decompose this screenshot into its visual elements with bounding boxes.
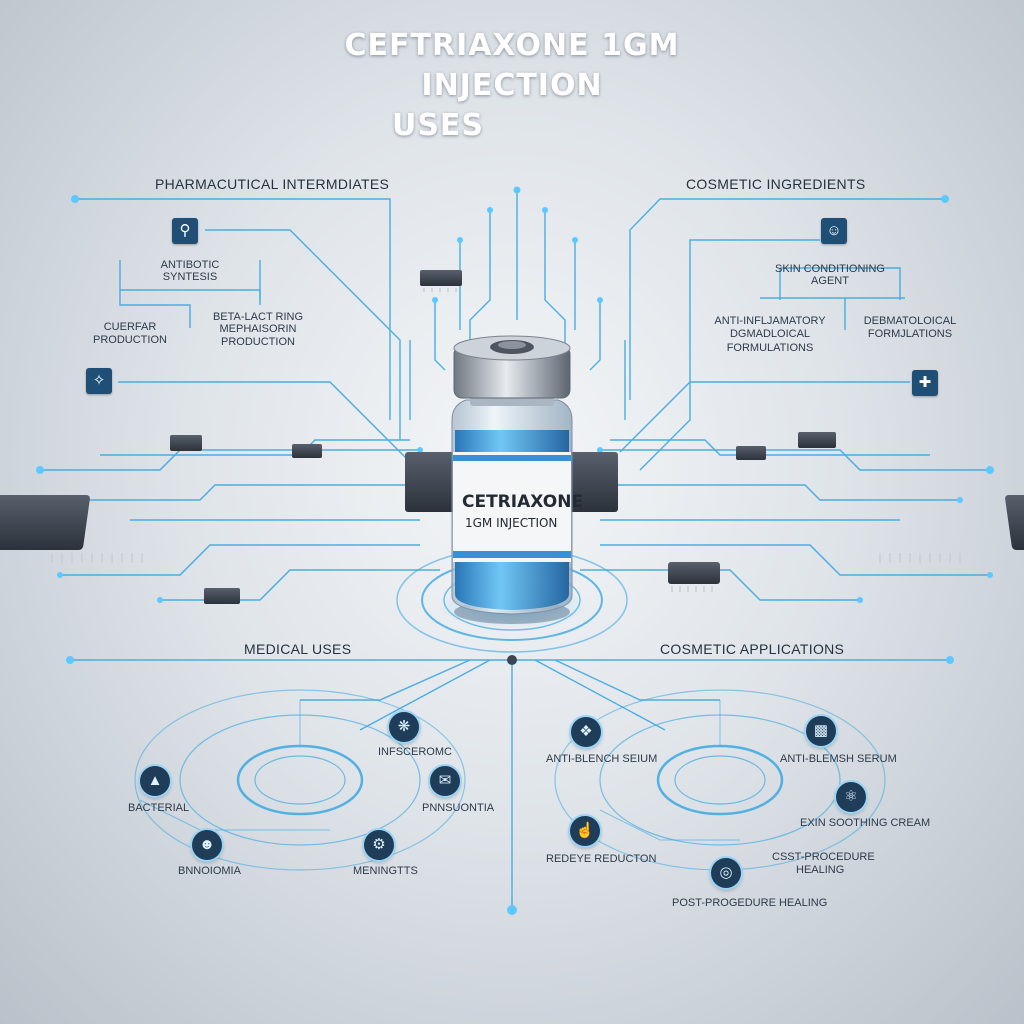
bottle-icon: ◎	[711, 858, 741, 888]
cosmetic-app-csst-procedure: CSST-PROCEDURE	[772, 851, 875, 863]
hand-icon: ☝	[570, 816, 600, 846]
person-icon: ☺	[821, 218, 847, 244]
title-line-2: INJECTION	[421, 68, 603, 103]
medical-item-bacterial: BACTERIAL	[128, 802, 190, 814]
medical-item-pnnsuontia: PNNSUONTIA	[422, 802, 495, 814]
pharma-item-beta-lact-ring: BETA-LACT RING	[212, 311, 304, 323]
medical-ring-graphic	[134, 689, 466, 871]
cosmetic-app-anti-blench: ANTI-BLENCH SEIUM	[546, 753, 658, 765]
medical-item-bnnoiomia: BNNOIOMIA	[178, 865, 241, 877]
title-line-3: USES	[391, 108, 485, 143]
title-line-1: CEFTRIAXONE 1GM	[344, 28, 680, 63]
cosmetic-app-redeye: REDEYE REDUCTON	[546, 853, 657, 865]
pharma-item-antibotic: ANTIBOTIC	[160, 259, 220, 271]
chip-left-large	[0, 495, 90, 550]
cosmetic-item-dermatological: DGMADLOICAL	[729, 328, 811, 340]
syringe-icon: ✧	[86, 368, 112, 394]
cosmetic-item-formulations-1: FORMULATIONS	[726, 342, 814, 354]
head-icon: ☻	[192, 830, 222, 860]
vial-label-line-2: 1GM INJECTION	[465, 516, 558, 530]
dropper-icon: ❖	[571, 717, 601, 747]
medical-item-infscreromc: INFSCEROMC	[378, 746, 452, 758]
virus-icon: ❋	[389, 712, 419, 742]
pharma-item-mephaisorin: MEPHAISORIN	[219, 323, 297, 335]
pharma-item-production-2: PRODUCTION	[221, 336, 295, 348]
cosmetic-app-post-procedure: POST-PROGEDURE HEALING	[672, 897, 828, 909]
cosmetic-item-anti-inflammatory: ANTI-INFLJAMATORY	[714, 315, 826, 327]
gear-icon: ⚙	[364, 830, 394, 860]
lungs-icon: ✉	[430, 766, 460, 796]
pharma-item-cuerfar: CUERFAR	[103, 321, 157, 333]
serum-icon: ▩	[806, 716, 836, 746]
pharma-item-syntesis: SYNTESIS	[162, 271, 218, 283]
cosmetic-item-agent: AGENT	[811, 275, 849, 287]
magnifier-icon: ⚲	[172, 218, 198, 244]
pharma-item-production-1: PRODUCTION	[93, 334, 167, 346]
cosmetic-app-healing: HEALING	[796, 864, 845, 876]
medical-heading: MEDICAL USES	[244, 641, 352, 657]
medical-item-meningtts: MENINGTTS	[353, 865, 418, 877]
cosmetic-ring-graphic	[554, 689, 886, 871]
care-icon: ✚	[912, 370, 938, 396]
cosmetic-applications-heading: COSMETIC APPLICATIONS	[660, 641, 845, 657]
vial	[451, 335, 573, 624]
cosmetic-ingredients-heading: COSMETIC INGREDIENTS	[686, 176, 866, 192]
vial-label-line-1: CETRIAXONE	[462, 492, 584, 512]
pharma-heading: PHARMACUTICAL INTERMDIATES	[155, 176, 390, 192]
cosmetic-app-skin-soothing: EXIN SOOTHING CREAM	[800, 817, 931, 829]
cosmetic-item-debmatoloical: DEBMATOLOICAL	[863, 315, 957, 327]
cosmetic-item-skin-conditioning: SKIN CONDITIONING	[774, 263, 885, 275]
bacteria-icon: ▲	[140, 766, 170, 796]
cosmetic-item-formulations-2: FORMJLATIONS	[867, 328, 953, 340]
chip-right-large	[1005, 495, 1024, 550]
cream-icon: ⚛	[836, 782, 866, 812]
cosmetic-app-anti-blemsh: ANTI-BLEMSH SERUM	[780, 753, 897, 765]
